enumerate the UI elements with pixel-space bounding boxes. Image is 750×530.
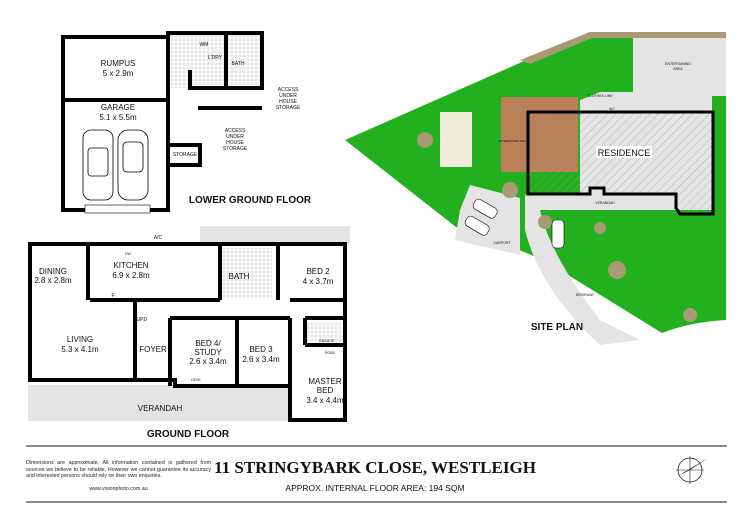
website: www.visionphoto.com.au bbox=[89, 486, 148, 492]
car-icon bbox=[82, 129, 114, 201]
room-name: BED 4/ bbox=[195, 339, 221, 348]
room-size: 4 x 3.7m bbox=[303, 277, 334, 286]
room-size: 3.4 x 4.4m bbox=[306, 396, 344, 405]
room-size: 2.6 x 3.4m bbox=[242, 355, 280, 364]
room-size: 5 x 2.9m bbox=[103, 69, 134, 78]
verandah-label: VERANDAH bbox=[595, 201, 615, 205]
deck-label: ENTERTAINING DECK bbox=[498, 139, 527, 143]
laundry-bath-tiles bbox=[167, 33, 262, 88]
north-arrow-icon bbox=[676, 456, 708, 484]
clothes-line-label: CLOTHES LINE bbox=[587, 94, 613, 98]
shed bbox=[440, 112, 472, 167]
access-label: HOUSE bbox=[279, 99, 297, 105]
rear-deck bbox=[200, 226, 350, 244]
floor-heading: LOWER GROUND FLOOR bbox=[189, 195, 312, 206]
room-name: KITCHEN bbox=[113, 261, 148, 270]
car-icon bbox=[117, 129, 149, 201]
room-size: 2.8 x 2.8m bbox=[34, 276, 72, 285]
washing-machine-label: WM bbox=[200, 42, 209, 48]
driveway-label: DRIVEWAY bbox=[576, 293, 595, 297]
access-label: ACCESS bbox=[278, 87, 299, 93]
room-name: GARAGE bbox=[101, 103, 135, 112]
access-label: STORAGE bbox=[223, 146, 248, 152]
room-size: 5.3 x 4.1m bbox=[61, 345, 99, 354]
dishwasher-label: DW bbox=[125, 252, 132, 256]
garage-door bbox=[84, 204, 151, 214]
access-label: ACCESS bbox=[225, 128, 246, 134]
garage-rumpus-walls bbox=[61, 35, 170, 212]
residence-footprint bbox=[526, 110, 715, 216]
entertaining-area bbox=[633, 38, 726, 96]
access-label: UNDER bbox=[279, 93, 297, 99]
verandah-area bbox=[28, 385, 290, 421]
room-size: 6.9 x 2.8m bbox=[112, 271, 150, 280]
room-name: L'DRY bbox=[208, 55, 223, 61]
room-size: 2.6 x 3.4m bbox=[189, 357, 227, 366]
ac-label: A/C bbox=[154, 235, 163, 241]
room-name: DINING bbox=[39, 267, 67, 276]
fridge-label: F bbox=[111, 293, 114, 299]
carport bbox=[455, 185, 520, 255]
disclaimer: Dimensions are approximate. All informat… bbox=[26, 460, 211, 479]
desk-label: DESK bbox=[191, 378, 201, 382]
entertaining-label: AREA bbox=[673, 67, 683, 71]
ac-label: A/C bbox=[609, 107, 615, 111]
garden-beds bbox=[417, 32, 726, 322]
room-name: BATH bbox=[229, 272, 250, 281]
car-icon bbox=[464, 215, 490, 236]
property-address: 11 STRINGYBARK CLOSE, WESTLEIGH bbox=[214, 458, 536, 477]
carport-label: CARPORT bbox=[493, 241, 511, 245]
residence-label: RESIDENCE bbox=[598, 148, 651, 158]
room-name: RUMPUS bbox=[101, 59, 136, 68]
room-name: STORAGE bbox=[173, 152, 198, 158]
robe-label: ROBE bbox=[325, 351, 336, 355]
ensuite-label: ENSUITE bbox=[319, 339, 335, 343]
access-label: STORAGE bbox=[276, 105, 301, 111]
room-name: LIVING bbox=[67, 335, 93, 344]
room-name: FOYER bbox=[139, 345, 167, 354]
entertaining-label: ENTERTAINING bbox=[665, 62, 691, 66]
site-plan: RESIDENCE ENTERTAINING AREA CLOTHES LINE… bbox=[345, 32, 726, 345]
verandah-label: VERANDAH bbox=[138, 404, 183, 413]
access-label: HOUSE bbox=[226, 140, 244, 146]
room-size: 5.1 x 5.5m bbox=[99, 113, 137, 122]
ground-floor-plan: DINING 2.8 x 2.8m KITCHEN 6.9 x 2.8m LIV… bbox=[28, 226, 350, 440]
room-name: BED 2 bbox=[306, 267, 330, 276]
access-label: UNDER bbox=[226, 134, 244, 140]
car-icon bbox=[472, 198, 498, 219]
room-name: BATH bbox=[232, 61, 245, 67]
floor-area: APPROX. INTERNAL FLOOR AREA: 194 SQM bbox=[285, 483, 465, 493]
car-icon bbox=[551, 219, 565, 249]
room-name: STUDY bbox=[194, 348, 222, 357]
room-name: BED bbox=[317, 386, 334, 395]
driveway bbox=[525, 195, 690, 345]
room-name: MASTER bbox=[308, 377, 342, 386]
cupboard-label: CUPD bbox=[133, 317, 148, 323]
floor-heading: GROUND FLOOR bbox=[147, 429, 230, 440]
lower-ground-floor-plan: RUMPUS 5 x 2.9m GARAGE 5.1 x 5.5m WM L'D… bbox=[61, 31, 312, 214]
room-name: BED 3 bbox=[249, 345, 273, 354]
site-plan-heading: SITE PLAN bbox=[531, 322, 583, 333]
